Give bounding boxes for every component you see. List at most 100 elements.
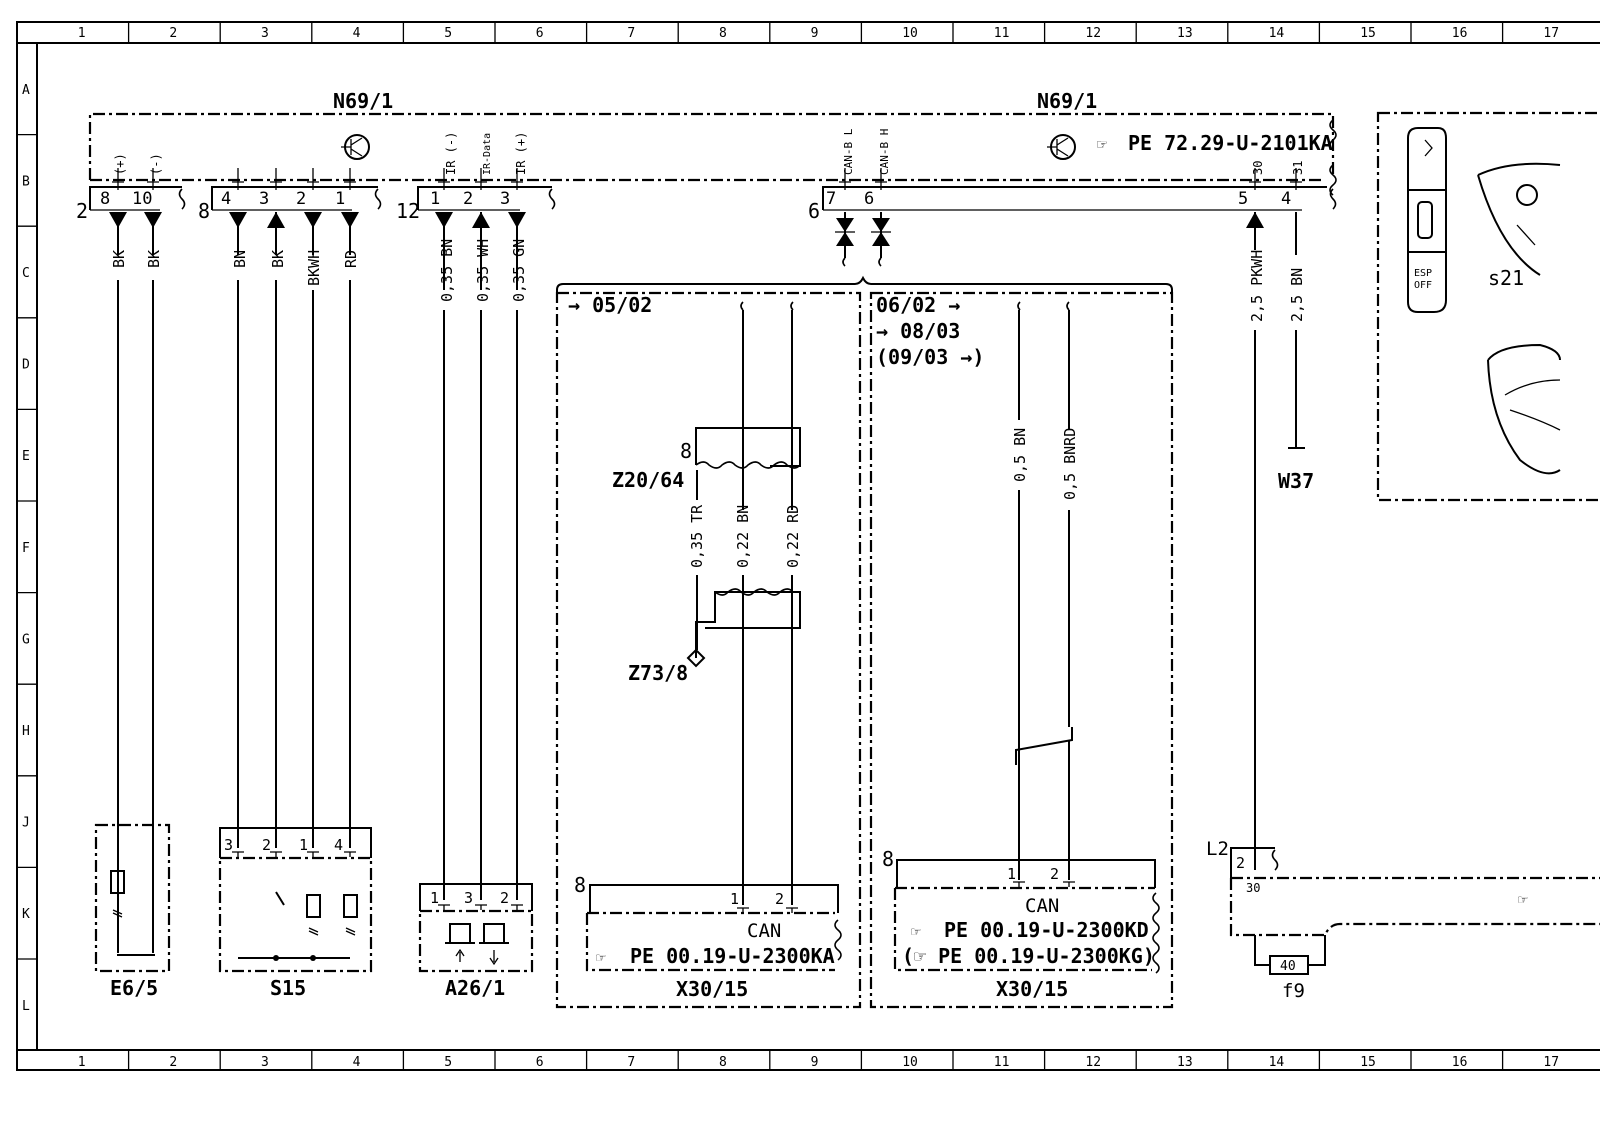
wire-label: BKWH	[305, 250, 323, 286]
module-cut-mark-low	[1329, 164, 1337, 196]
wire-label: 0,22 BN	[734, 505, 752, 568]
z20-label: Z20/64	[612, 468, 684, 492]
pin-stub	[875, 168, 887, 190]
connector-bar-1	[89, 186, 182, 210]
pin-stubs	[112, 168, 1302, 913]
pin-num: 8	[100, 189, 110, 209]
column-label: 7	[627, 26, 635, 41]
module-ref-icon: ☞	[1097, 135, 1107, 155]
pin-stub	[438, 904, 450, 910]
column-label: 11	[994, 1055, 1010, 1070]
row-label: K	[22, 907, 30, 922]
column-label: 10	[902, 26, 918, 41]
left-box-ref: PE 00.19-U-2300KA	[630, 944, 835, 968]
column-label: 3	[261, 1055, 269, 1070]
module-cut-mark	[1329, 119, 1337, 151]
row-label: L	[22, 999, 30, 1014]
l2-pin: 2	[1236, 854, 1245, 872]
column-label: 13	[1177, 26, 1193, 41]
pin-num: 7	[826, 189, 836, 209]
z73-label: Z73/8	[628, 661, 688, 685]
column-label: 4	[353, 1055, 361, 1070]
s15-pin: 4	[334, 836, 343, 854]
z73-node	[686, 648, 706, 668]
pin-stub	[475, 904, 487, 910]
twisted-pair-mark	[1015, 727, 1073, 765]
wires	[117, 212, 1305, 953]
wire-label: 2,5 PKWH	[1248, 250, 1266, 322]
column-labels: 1122334455667788991010111112121313141415…	[78, 26, 1559, 1070]
s15-pin: 3	[224, 836, 233, 854]
column-label: 2	[169, 26, 177, 41]
column-ticks	[127, 22, 1504, 1070]
pin-stub	[147, 168, 159, 190]
w37-label: W37	[1278, 469, 1314, 493]
right-box-ref2: (☞ PE 00.19-U-2300KG)	[902, 944, 1155, 968]
connector-count-3: 12	[396, 199, 420, 223]
pin-stub	[270, 168, 282, 190]
pin-num: 5	[1238, 189, 1248, 209]
column-label: 5	[444, 26, 452, 41]
connector-bar-2	[211, 186, 378, 210]
wire-label: 0,35 GN	[510, 239, 528, 302]
wire-label: RD	[342, 250, 360, 268]
pin-stub	[839, 168, 851, 190]
a261-pin: 2	[500, 889, 509, 907]
s15-pin: 2	[262, 836, 271, 854]
column-label: 14	[1269, 26, 1285, 41]
column-label: 5	[444, 1055, 452, 1070]
pin-num: 1	[430, 189, 440, 209]
l2-label: L2	[1206, 838, 1229, 860]
s21-panel-outline	[1477, 162, 1561, 276]
row-label: F	[22, 541, 30, 556]
column-label: 9	[811, 1055, 819, 1070]
connector-count-4: 6	[808, 199, 820, 223]
wire-label: BK	[145, 250, 163, 268]
wire-label: 0,35 TR	[688, 504, 706, 568]
ir-diode-symbols	[445, 923, 509, 944]
column-label: 14	[1269, 1055, 1285, 1070]
column-label: 3	[261, 26, 269, 41]
a261-pin: 1	[430, 889, 439, 907]
column-label: 2	[169, 1055, 177, 1070]
row-label: C	[22, 266, 30, 281]
wire-label: 2,5 BN	[1288, 268, 1306, 322]
s21-box	[1376, 111, 1600, 502]
column-label: 7	[627, 1055, 635, 1070]
column-label: 9	[811, 26, 819, 41]
module-label-left: N69/1	[333, 89, 393, 113]
column-label: 12	[1085, 26, 1101, 41]
pin-num: 10	[132, 189, 152, 209]
column-label: 15	[1360, 1055, 1376, 1070]
pin-label-plus: (+)	[113, 153, 127, 175]
connector-count-1: 2	[76, 199, 88, 223]
pin-num: 2	[463, 189, 473, 209]
pin-stub	[344, 851, 356, 857]
pin-stub	[475, 168, 487, 190]
left-box-can: CAN	[747, 920, 781, 942]
pin-num: 4	[1281, 189, 1291, 209]
right-box-date1: 06/02 →	[876, 293, 960, 317]
pin-stub	[786, 907, 798, 913]
transistor-icon-right	[1047, 134, 1076, 160]
pin-stub	[232, 168, 244, 190]
wire-label: 0,35 BN	[438, 239, 456, 302]
left-box-ref-icon: ☞	[596, 948, 606, 967]
f9-label: f9	[1282, 980, 1305, 1002]
column-label: 15	[1360, 26, 1376, 41]
pin-num: 1	[335, 189, 345, 209]
e65-box	[94, 823, 171, 973]
pin-stub	[344, 168, 356, 190]
pin-num: 2	[296, 189, 306, 209]
column-label: 4	[353, 26, 361, 41]
switch-symbol	[275, 891, 285, 906]
pin-stub	[1249, 168, 1261, 190]
transistor-icon	[341, 134, 370, 160]
can-split-brace	[556, 275, 1173, 295]
right-box-ref1: PE 00.19-U-2300KD	[944, 918, 1149, 942]
column-label: 1	[78, 1055, 86, 1070]
pin-label-can-h: CAN-B H	[878, 129, 891, 175]
